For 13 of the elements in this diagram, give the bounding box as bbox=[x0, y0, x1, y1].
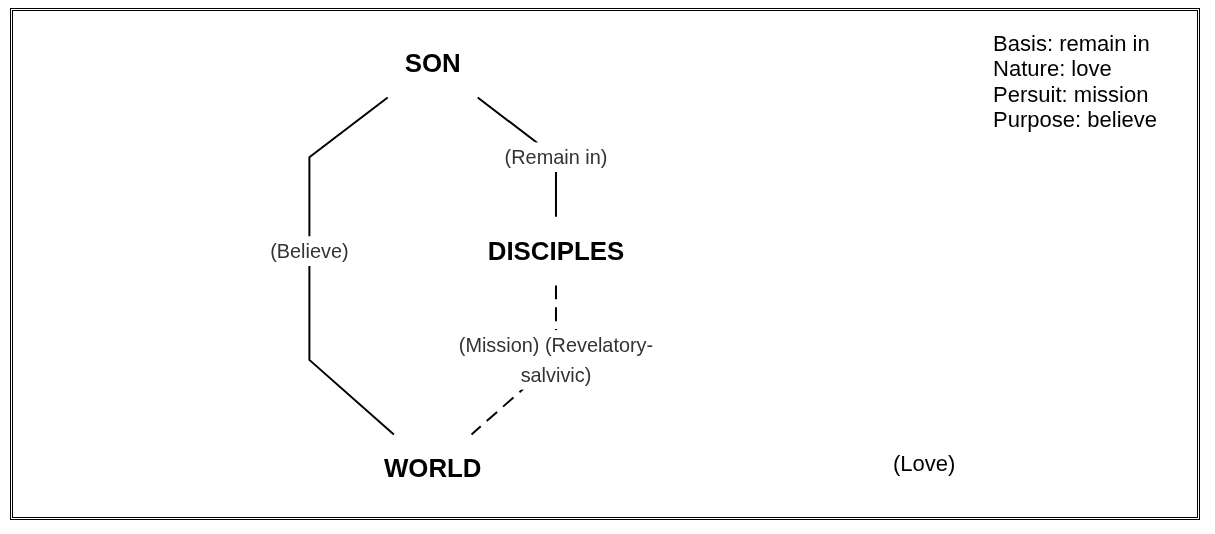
summary-note: Purpose: believe bbox=[993, 106, 1157, 133]
connector bbox=[308, 96, 396, 436]
summary-note: Persuit: mission bbox=[993, 81, 1150, 107]
edge-label: (Believe) bbox=[270, 240, 349, 263]
edge-note: (Love) bbox=[893, 451, 956, 477]
node-text: DISCIPLES bbox=[487, 235, 625, 266]
node-text: SON bbox=[404, 47, 461, 78]
node-text: WORLD bbox=[384, 453, 482, 484]
summary-note: Basis: remain in bbox=[993, 31, 1151, 57]
diagram-frame: (Remain in) (Believe) (Mission) (Revelatory-salvivic) SON DISCIPLES WORLD Basis: remain in Nature: love Persuit: mission Purpose: believe (Love) bbox=[10, 8, 1200, 520]
edge-label: (Mission) (Revelatory-salvivic) bbox=[458, 334, 654, 386]
summary-note: Nature: love bbox=[993, 56, 1113, 82]
edge-label: (Remain in) bbox=[504, 146, 608, 169]
